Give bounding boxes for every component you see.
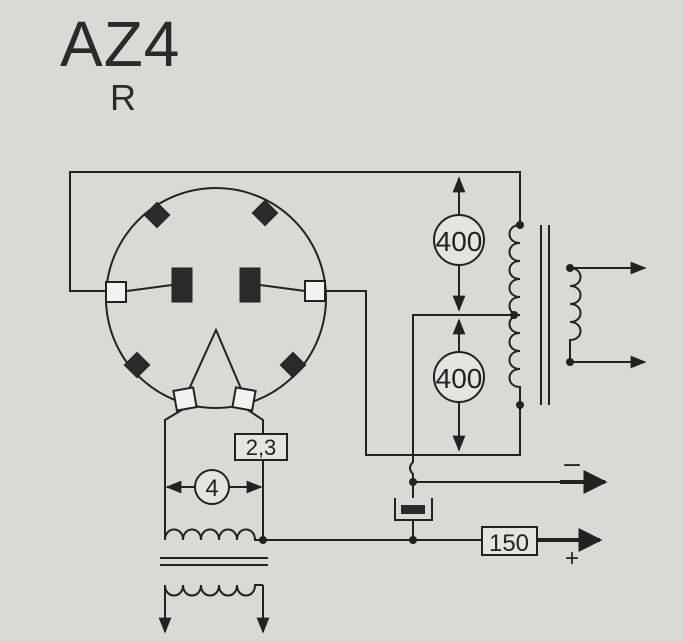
wire-fil-right — [244, 407, 264, 540]
title: AZ4 — [60, 8, 181, 80]
lower-voltage-circle — [433, 351, 485, 403]
tube-pin-top-right — [251, 199, 279, 227]
output-current-box — [481, 526, 538, 556]
heater-current-circle — [194, 469, 230, 505]
lower-voltage-label: 400 — [436, 363, 483, 394]
tube-pin-filament-left — [172, 386, 198, 412]
negative-label: – — [564, 447, 580, 478]
positive-label: + — [565, 545, 579, 572]
tube-pin-bottom-right — [279, 351, 307, 379]
wire-right-anode — [315, 290, 521, 456]
heater-voltage-label: 2,3 — [246, 435, 277, 460]
filament — [184, 327, 246, 399]
upper-voltage-circle — [433, 214, 485, 266]
wire-anode-link-right — [259, 284, 306, 292]
anode-left — [171, 267, 193, 303]
wire-anode-link-left — [126, 284, 173, 292]
junction-dot — [259, 536, 267, 544]
output-current-label: 150 — [489, 530, 529, 557]
wire-fil-left — [164, 407, 186, 540]
wire-center-tap — [412, 314, 514, 455]
tube-pin-anode-right — [304, 280, 326, 302]
transformer-primary-coil — [569, 267, 582, 362]
junction-dot — [566, 358, 574, 366]
heater-transformer-upper-coil — [164, 528, 263, 541]
upper-voltage-label: 400 — [436, 226, 483, 257]
wire-negative — [409, 455, 600, 483]
junction-dot — [409, 536, 417, 544]
subtitle: R — [110, 77, 136, 118]
junction-dot — [510, 311, 518, 319]
wire-left-anode — [69, 171, 521, 292]
heater-voltage-box — [234, 433, 288, 461]
capacitor-electrode — [401, 505, 425, 514]
anode-right — [239, 267, 261, 303]
tube-pin-bottom-left — [123, 351, 151, 379]
junction-dot — [566, 264, 574, 272]
heater-transformer-lower-coil — [164, 584, 263, 597]
heater-current-label: 4 — [205, 475, 218, 502]
tube-pin-filament-right — [231, 386, 257, 412]
tube-pin-top-left — [143, 201, 171, 229]
junction-dot — [516, 221, 524, 229]
tube-pin-anode-left — [105, 281, 127, 303]
transformer-secondary-coil — [508, 224, 521, 405]
junction-dot — [409, 478, 417, 486]
junction-dot — [516, 401, 524, 409]
